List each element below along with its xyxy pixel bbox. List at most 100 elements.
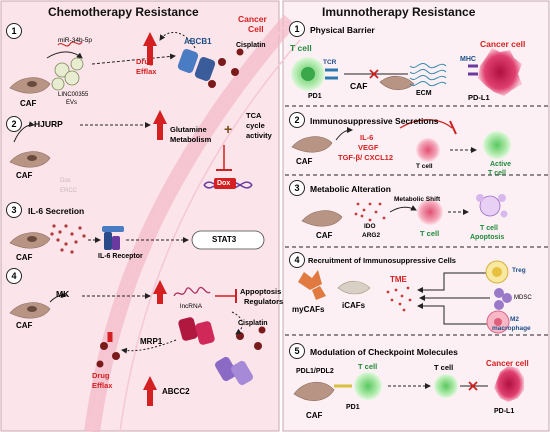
cancer-cell-label-b: Cell — [248, 24, 264, 34]
mrp1-transporter — [178, 317, 215, 345]
tca-label-b: cycle — [246, 121, 265, 130]
t-cell-label-s1: T cell — [290, 43, 312, 53]
t-cell-5b — [434, 374, 458, 398]
apoptosis-label-a: T cell — [480, 225, 498, 232]
dox-label: Dox — [217, 180, 231, 187]
mhc-label: MHC — [460, 56, 476, 63]
linc-label: LINC00355 — [58, 92, 89, 98]
drug-dots-1 — [208, 48, 244, 88]
drug-efflux-label-1a: Drug — [136, 57, 154, 66]
hjurp-label: HJURP — [34, 119, 63, 129]
drug-efflux-label-4b: Efflax — [92, 381, 113, 390]
icafs-cells — [337, 280, 371, 295]
pdl1-label-s1: PD-L1 — [468, 93, 490, 102]
evs-label: EVs — [66, 100, 78, 106]
arrow-caf-hjurp — [13, 121, 35, 143]
apoptotic-cell — [476, 194, 508, 218]
caf-cells-left — [9, 77, 51, 319]
il6-label-s2: IL-6 — [360, 133, 374, 142]
left-item-3-number: 3 — [6, 202, 22, 218]
pdl-label: PDL1/PDL2 — [296, 368, 334, 375]
t-cell-5a — [354, 372, 382, 400]
t-cell-1-nucleus — [301, 67, 315, 81]
left-item-1-number: 1 — [6, 23, 22, 39]
abcb1-label: ABCB1 — [184, 37, 212, 46]
right-section-2-number: 2 — [289, 112, 305, 128]
mdsc-label: MDSC — [514, 295, 532, 301]
glutamine-label: Glutamine — [170, 125, 207, 134]
metabolic-shift-label: Metabolic Shift — [394, 196, 441, 203]
tme-label: TME — [390, 275, 407, 284]
mirna-strand — [57, 41, 83, 47]
tcr-label: TCR — [323, 59, 337, 66]
m2-label-a: M2 — [510, 316, 520, 323]
up-arrowhead-1 — [143, 32, 157, 46]
mycafs-cells — [298, 270, 326, 300]
faint-ercc-label: ERCC — [60, 188, 78, 194]
membrane-line-2 — [119, 39, 301, 432]
t-cell-label-s5a: T cell — [358, 362, 378, 371]
right-section-1-number: 1 — [289, 21, 305, 37]
t-cell-shift — [417, 199, 443, 225]
caf-label-s2: CAF — [296, 157, 313, 166]
up-arrowhead-2 — [153, 110, 167, 124]
caf-cell-s2 — [291, 136, 333, 153]
caf-label-s5: CAF — [306, 411, 323, 420]
treg-label: Treg — [512, 267, 526, 274]
cancer-cell-label-s1: Cancer cell — [480, 39, 526, 49]
membrane-line-1 — [91, 19, 291, 432]
arrow-caf-to-ev — [46, 51, 83, 59]
treg-nucleus — [492, 267, 502, 277]
abcc2-transporter — [215, 356, 253, 386]
ecm-label: ECM — [416, 90, 432, 97]
left-item-2-number: 2 — [6, 116, 22, 132]
active-t-cell-label-a: Active — [490, 161, 512, 168]
ecm-fibers — [409, 62, 447, 87]
t-cell-label-s3: T cell — [420, 229, 440, 238]
tca-label-a: TCA — [246, 111, 262, 120]
mycafs-label: myCAFs — [292, 305, 325, 314]
mdsc-cluster — [494, 288, 512, 310]
caf-label-4: CAF — [16, 321, 33, 330]
efflux-arrow-4 — [121, 339, 177, 354]
mhc-receptor — [468, 64, 478, 76]
mk-label: MK — [56, 289, 70, 299]
vegf-label: VEGF — [358, 143, 379, 152]
right-panel-title: Imunnotherapy Resistance — [322, 5, 476, 19]
inhibit-arc-bar — [449, 120, 457, 135]
recruitment-title: Recruitment of Immunosuppressive Cells — [308, 256, 456, 265]
caf-nuclei-left — [27, 81, 37, 312]
mrp1-label: MRP1 — [140, 337, 163, 346]
il6-receptor-label: IL-6 Receptor — [98, 253, 143, 260]
abcc2-label: ABCC2 — [162, 387, 190, 396]
arrow-ev-to-abcb1 — [91, 53, 176, 65]
block-x-5 — [468, 381, 478, 391]
physical-barrier-title: Physical Barrier — [310, 25, 375, 35]
plus-sign: + — [224, 121, 233, 137]
drug-efflux-label-4a: Drug — [92, 371, 110, 380]
right-section-3-number: 3 — [289, 180, 305, 196]
caf-label-s1: CAF — [350, 81, 368, 91]
caf-label-2: CAF — [16, 171, 33, 180]
il6-receptor — [102, 226, 124, 250]
mirna-label: miR-34b-5p — [58, 37, 92, 44]
pd1-label-s5: PD1 — [346, 404, 360, 411]
ev-vesicles — [51, 57, 84, 91]
arrow-metabolic-shift — [389, 205, 417, 213]
cisplatin-label-4: Cisplatin — [238, 320, 268, 327]
cancer-cell-1 — [478, 48, 522, 96]
section-dividers — [285, 105, 548, 336]
block-x-1 — [369, 69, 379, 79]
dox-box — [214, 178, 236, 189]
il6-secretion-label: IL-6 Secretion — [28, 206, 85, 216]
arrow-caf-secretion — [335, 127, 353, 141]
caf-label-s3: CAF — [316, 231, 333, 240]
cancer-cell-label-s5: Cancer cell — [486, 359, 529, 368]
caf-label-3: CAF — [16, 253, 33, 262]
inhibit-arc — [399, 119, 453, 129]
up-arrowhead-abcc2 — [143, 376, 157, 390]
abcb1-transporter — [177, 49, 216, 81]
tgf-label: TGF-β/ CXCL12 — [338, 153, 393, 162]
